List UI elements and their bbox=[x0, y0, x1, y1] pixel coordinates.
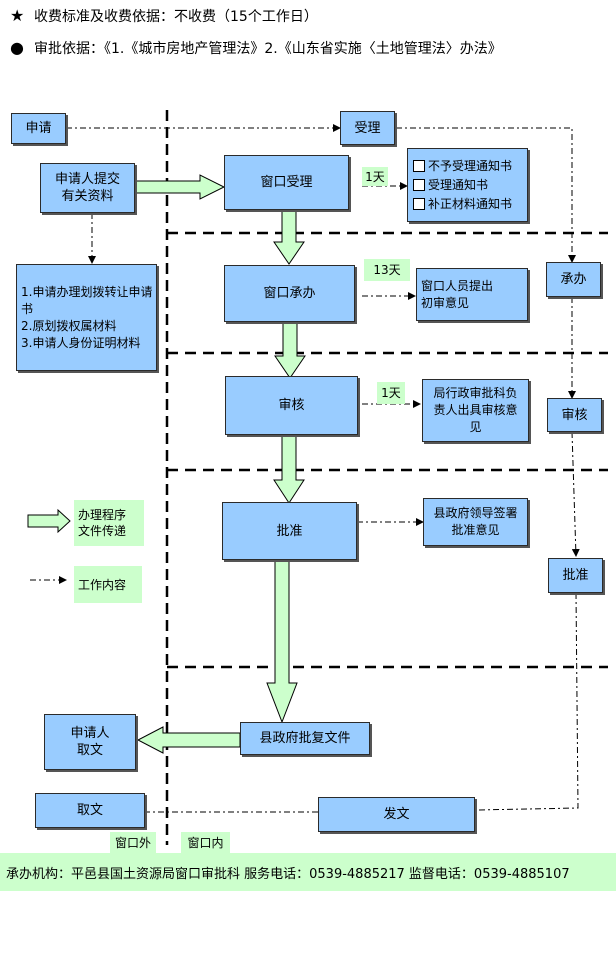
checkbox-icon bbox=[413, 179, 425, 191]
approve-opinion-box: 县政府领导签署 批准意见 bbox=[423, 498, 528, 546]
send-document-box: 发文 bbox=[318, 797, 475, 832]
bullet-icon: ● bbox=[10, 38, 24, 57]
approval-basis-line: ●审批依据：《1.《城市房地产管理法》2.《山东省实施〈土地管理法〉办法》 bbox=[10, 38, 502, 57]
right-approve-box: 批准 bbox=[548, 558, 603, 593]
fee-standard-line: ★收费标准及收费依据：不收费（15个工作日） bbox=[10, 6, 318, 25]
right-accept-box: 受理 bbox=[340, 111, 395, 145]
legend-transfer-label: 办理程序 文件传递 bbox=[74, 500, 144, 546]
apply-box: 申请 bbox=[11, 113, 66, 144]
right-handle-box: 承办 bbox=[546, 262, 601, 297]
star-icon: ★ bbox=[10, 6, 25, 25]
review-days-label: 1天 bbox=[377, 382, 405, 404]
notices-box: 不予受理通知书 受理通知书 补正材料通知书 bbox=[407, 148, 528, 222]
checkbox-icon bbox=[413, 198, 425, 210]
approve-box: 批准 bbox=[222, 502, 357, 560]
legend-work-label: 工作内容 bbox=[74, 566, 142, 603]
checkbox-icon bbox=[413, 160, 425, 172]
notice-item: 不予受理通知书 bbox=[413, 158, 512, 175]
take-document-box: 取文 bbox=[35, 793, 145, 828]
review-box: 审核 bbox=[225, 376, 358, 435]
notice-item: 受理通知书 bbox=[413, 177, 512, 194]
county-reply-box: 县政府批复文件 bbox=[240, 722, 370, 755]
materials-list-box: 1.申请办理划拨转让申请书 2.原划拨权属材料 3.申请人身份证明材料 bbox=[16, 264, 157, 371]
accept-days-label: 1天 bbox=[362, 167, 388, 186]
review-opinion-box: 局行政审批科负 责人出具审核意 见 bbox=[422, 379, 529, 442]
notice-item: 补正材料通知书 bbox=[413, 196, 512, 213]
zone-inside-label: 窗口内 bbox=[181, 832, 230, 853]
window-handle-box: 窗口承办 bbox=[224, 265, 355, 322]
window-accept-box: 窗口受理 bbox=[224, 155, 349, 210]
applicant-collect-box: 申请人 取文 bbox=[44, 714, 136, 770]
handle-opinion-box: 窗口人员提出 初审意见 bbox=[416, 268, 528, 321]
right-review-box: 审核 bbox=[547, 398, 602, 432]
handle-days-label: 13天 bbox=[364, 259, 410, 281]
footer-contact: 承办机构：平邑县国土资源局窗口审批科 服务电话：0539-4885217 监督电… bbox=[0, 853, 616, 891]
zone-outside-label: 窗口外 bbox=[110, 832, 156, 853]
submit-materials-box: 申请人提交 有关资料 bbox=[40, 163, 135, 213]
